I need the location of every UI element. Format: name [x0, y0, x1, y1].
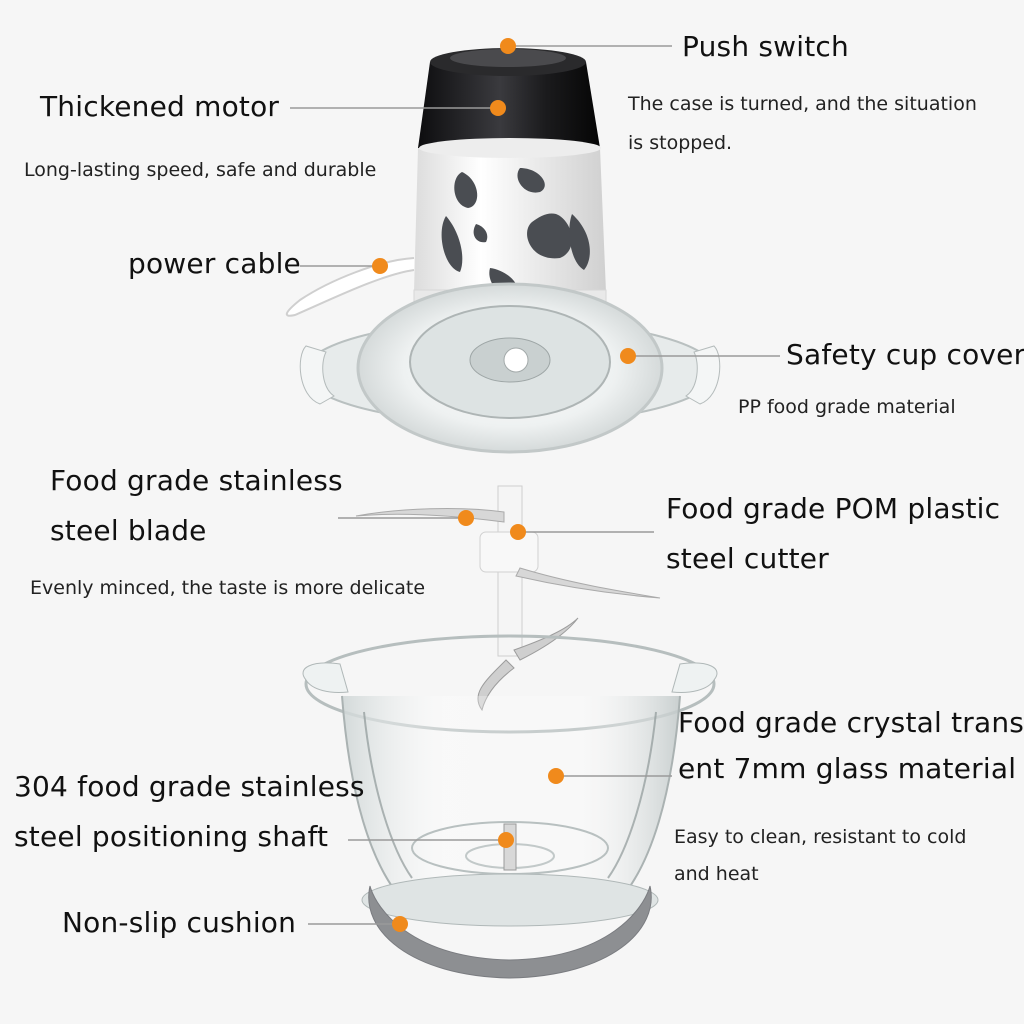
safety-cup-cover: [299, 282, 721, 454]
marker-cutter: [510, 524, 526, 540]
blade-assembly: [355, 485, 661, 712]
desc-glass-line-2: and heat: [674, 863, 759, 885]
marker-cup-cover: [620, 348, 636, 364]
spot-decoration: [454, 172, 478, 208]
desc-blade: Evenly minced, the taste is more delicat…: [30, 577, 426, 599]
label-cutter-line-2: steel cutter: [666, 542, 829, 575]
marker-push-switch: [500, 38, 516, 54]
non-slip-cushion: [368, 885, 652, 979]
label-safety-cup-cover: Safety cup cover: [786, 338, 1024, 371]
marker-motor: [490, 100, 506, 116]
callout-markers: [372, 38, 636, 932]
marker-glass: [548, 768, 564, 784]
label-push-switch: Push switch: [682, 30, 849, 63]
label-blade-line-1: Food grade stainless: [50, 464, 343, 497]
leader-lines: [290, 45, 780, 925]
marker-cushion: [392, 916, 408, 932]
motor-housing-top: [418, 62, 600, 148]
desc-glass-line-1: Easy to clean, resistant to cold: [674, 826, 967, 848]
glass-bowl: [302, 634, 718, 927]
desc-push-switch-line-1: The case is turned, and the situation: [628, 93, 977, 115]
label-blade-line-2: steel blade: [50, 514, 207, 547]
desc-safety-cup-cover: PP food grade material: [738, 396, 956, 418]
marker-blade: [458, 510, 474, 526]
label-shaft-line-2: steel positioning shaft: [14, 820, 329, 853]
motor-unit: [285, 48, 607, 317]
desc-push-switch-line-2: is stopped.: [628, 132, 733, 154]
label-non-slip-cushion: Non-slip cushion: [62, 906, 297, 939]
label-power-cable: power cable: [128, 247, 301, 280]
marker-power-cable: [372, 258, 388, 274]
marker-shaft: [498, 832, 514, 848]
label-thickened-motor: Thickened motor: [40, 90, 280, 123]
desc-thickened-motor: Long-lasting speed, safe and durable: [24, 159, 377, 181]
label-shaft-line-1: 304 food grade stainless: [14, 770, 365, 803]
label-glass-line-2: ent 7mm glass material: [678, 752, 1017, 785]
label-glass-line-1: Food grade crystal transpar: [678, 706, 1024, 739]
label-cutter-line-1: Food grade POM plastic: [666, 492, 1001, 525]
